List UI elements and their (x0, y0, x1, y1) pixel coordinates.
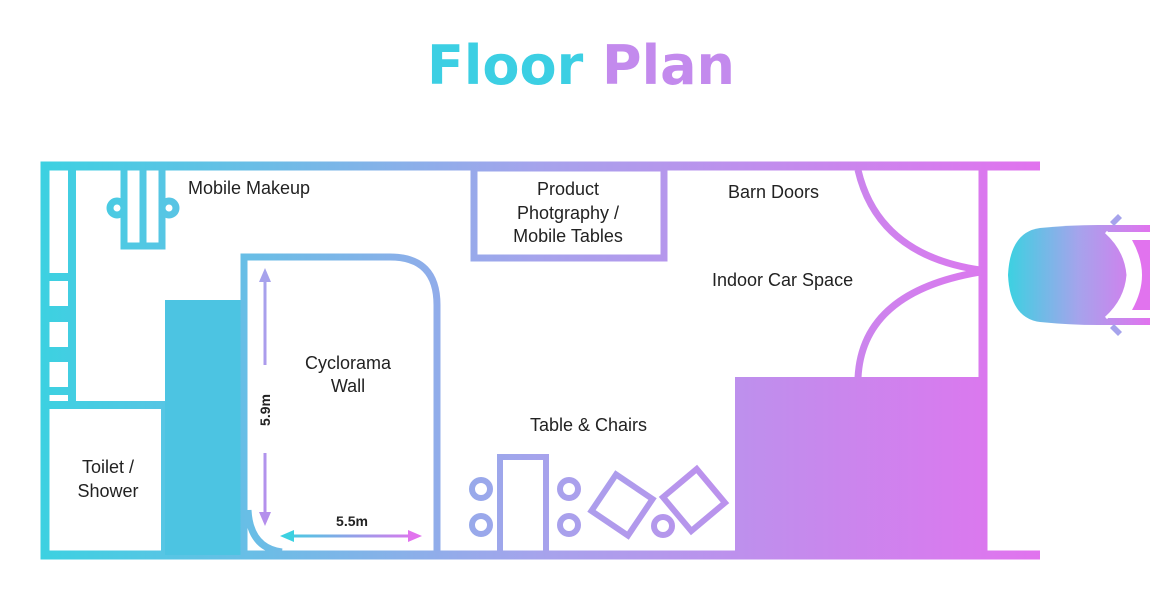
barn-doors-label: Barn Doors (728, 182, 819, 202)
table-chairs-label: Table & Chairs (530, 415, 647, 435)
cyclorama-label-1: Cyclorama (305, 353, 392, 373)
car-icon (1008, 214, 1150, 336)
height-dimension-label: 5.9m (257, 394, 273, 426)
toilet-shower-label-1: Toilet / (82, 457, 134, 477)
indoor-car-space-block (735, 377, 983, 555)
toilet-shower-room (41, 401, 169, 559)
mobile-makeup-station (106, 162, 180, 250)
indoor-car-space-label: Indoor Car Space (712, 270, 853, 290)
mobile-makeup-label: Mobile Makeup (188, 178, 310, 198)
title-word-plan: Plan (602, 34, 736, 97)
width-dimension-arrow (280, 530, 422, 542)
storage-cabinets (41, 166, 165, 409)
cyclorama-label-2: Wall (331, 376, 365, 396)
title-word-floor: Floor (426, 34, 584, 97)
cyclorama-curve (244, 509, 283, 556)
page-title: Floor Plan (0, 30, 1162, 102)
table-and-chairs (469, 454, 730, 558)
height-dimension-arrow (259, 268, 271, 526)
width-dimension-label: 5.5m (336, 513, 368, 529)
product-photography-tables (470, 164, 668, 262)
toilet-shower-label-2: Shower (77, 481, 138, 501)
product-photography-label-2: Photgraphy / (517, 203, 619, 223)
product-photography-label-1: Product (537, 179, 599, 199)
partition-block (165, 300, 243, 555)
cyclorama-wall (240, 253, 441, 556)
barn-doors (854, 169, 981, 379)
product-photography-label-3: Mobile Tables (513, 226, 623, 246)
